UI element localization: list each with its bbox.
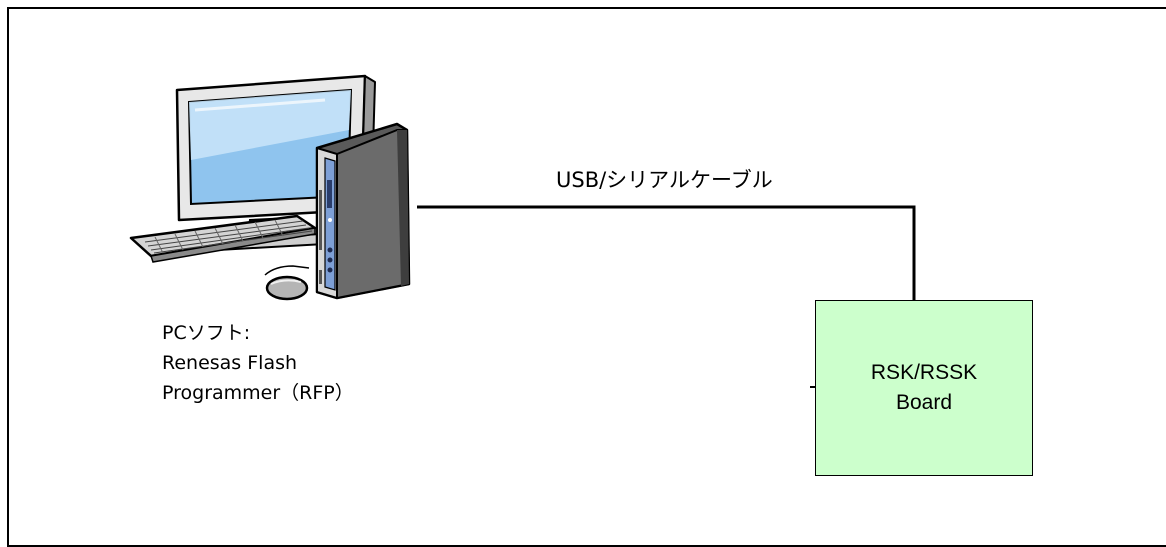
keyboard [129,214,317,263]
board-label-line: Board [895,391,953,414]
tower-case [315,122,411,300]
board-label-line: RSK/RSSK [870,361,978,384]
mouse [264,265,310,301]
rsk-board: RSK/RSSK Board [815,300,1033,476]
pc-software-line: PCソフト: [162,322,251,344]
pc-software-line: Renesas Flash [162,352,298,374]
desktop-computer-icon [129,74,411,301]
usb-serial-cable [417,205,916,300]
board-connector-tick [810,386,815,388]
cable-label: USB/シリアルケーブル [556,168,773,192]
pc-software-label: PCソフト: Renesas Flash Programmer（RFP） [162,318,354,408]
pc-software-line: Programmer（RFP） [162,382,354,404]
